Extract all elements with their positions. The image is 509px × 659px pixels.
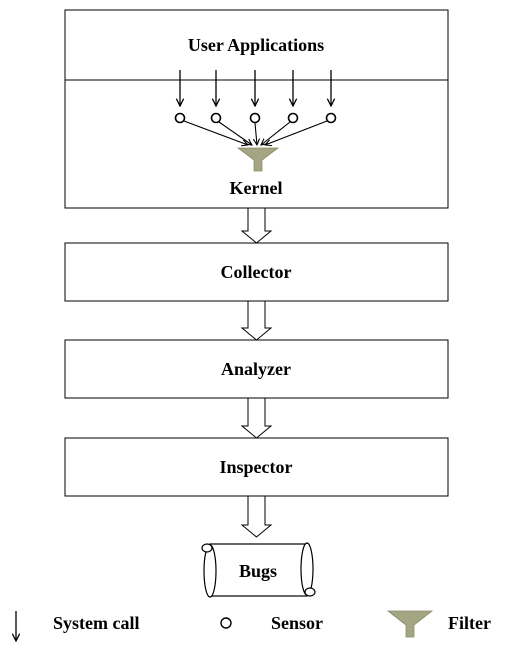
sensors (174, 112, 337, 124)
hollow-down-arrow-icon (240, 300, 273, 341)
hollow-down-arrow-icon (240, 495, 273, 538)
sensor-to-filter-arrows (183, 120, 328, 145)
bugs-label: Bugs (239, 561, 277, 581)
user-applications-label: User Applications (188, 35, 324, 55)
collector-label: Collector (221, 262, 292, 282)
scroll-icon (201, 542, 316, 598)
sensor-circle-icon (325, 112, 337, 124)
legend-sensor-label: Sensor (271, 613, 323, 633)
kernel-label: Kernel (230, 178, 283, 198)
hollow-down-arrow-icon (240, 397, 273, 439)
legend: System call Sensor Filter (16, 610, 491, 641)
sensor-circle-icon (210, 112, 222, 124)
legend-syscall-label: System call (53, 613, 139, 633)
system-call-arrows (180, 70, 331, 106)
sensor-circle-icon (249, 112, 261, 124)
sensor-circle-icon (174, 112, 186, 124)
analyzer-label: Analyzer (221, 359, 291, 379)
legend-filter-label: Filter (448, 613, 491, 633)
inspector-label: Inspector (220, 457, 293, 477)
hollow-down-arrow-icon (240, 207, 273, 244)
sensor-circle-icon (287, 112, 299, 124)
sensor-circle-icon (220, 617, 232, 629)
filter-funnel-icon (386, 610, 434, 638)
filter-funnel-icon (236, 147, 280, 172)
